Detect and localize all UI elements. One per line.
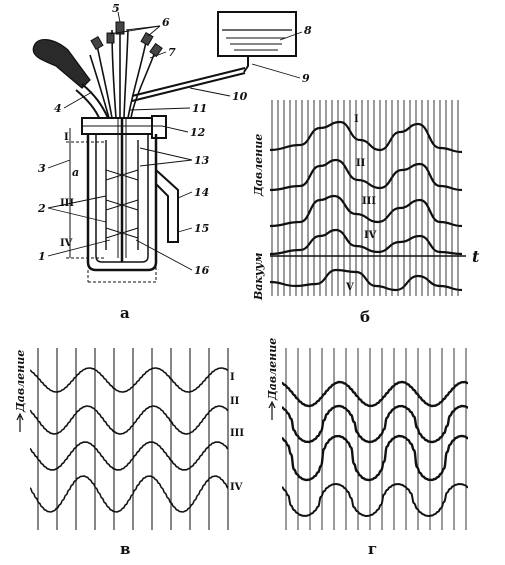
rubber-bulb: [32, 39, 91, 89]
panel-label-v: в: [120, 540, 130, 558]
inner-sections: [105, 118, 139, 262]
curve-g-2: [281, 404, 469, 444]
section-iv-label: IV: [60, 238, 73, 249]
label-9: 9: [302, 72, 310, 85]
panel-label-a: а: [120, 304, 130, 322]
curve-v-iv: [29, 475, 229, 513]
curve-v-ii: [29, 405, 229, 435]
panel-v: Давление I II III IV в: [14, 348, 244, 558]
curve-label-v-iii: III: [230, 428, 244, 439]
label-13: 13: [194, 154, 210, 167]
tube-bundle: [32, 29, 246, 121]
label-6: 6: [162, 16, 170, 29]
pressure-arrow-v: [16, 412, 24, 432]
section-i-label: I: [64, 132, 69, 143]
label-5: 5: [112, 2, 120, 15]
pressure-curves-v: [29, 367, 229, 513]
label-14: 14: [194, 186, 209, 199]
vacuum-axis-label-b: Вакуум: [252, 253, 265, 302]
device-labels: 5 6 7 8 9 10 11 12 13 14 15 16 4 3 2 1 a…: [37, 2, 312, 277]
label-3: 3: [38, 162, 46, 175]
leader-lines: [47, 11, 303, 271]
curve-b-i: [269, 120, 463, 154]
curve-label-v-i: I: [230, 372, 235, 383]
label-11: 11: [192, 102, 207, 115]
time-ticks-v: [37, 348, 229, 530]
label-12: 12: [190, 126, 206, 139]
section-a-label: a: [72, 166, 79, 179]
label-16: 16: [194, 264, 210, 277]
pressure-axis-label-g: Давление: [266, 338, 279, 401]
time-axis-label: t: [472, 247, 480, 266]
time-ticks-g: [285, 348, 467, 530]
section-lines: [66, 128, 157, 283]
curve-g-4: [281, 482, 469, 518]
pressure-axis-label-b: Давление: [252, 134, 265, 197]
pressure-curves-b: [269, 120, 463, 292]
label-10: 10: [232, 90, 248, 103]
panel-g: Давление г: [266, 338, 469, 558]
time-ticks-b: [271, 100, 459, 296]
reservoir: [217, 11, 297, 73]
pressure-curves-g: [281, 380, 469, 518]
pressure-arrow-g: [268, 400, 276, 420]
label-1: 1: [38, 250, 46, 263]
device-drawing: 5 6 7 8 9 10 11 12 13 14 15 16 4 3 2 1 a…: [32, 2, 312, 322]
curve-b-iv: [269, 228, 463, 256]
curve-g-1: [281, 380, 469, 408]
curve-b-v: [269, 268, 463, 292]
label-2: 2: [37, 202, 46, 215]
panel-label-b: б: [360, 308, 370, 326]
curve-label-b-v: V: [345, 282, 354, 293]
curve-v-i: [29, 367, 229, 393]
curve-label-b-iii: III: [362, 196, 376, 207]
pressure-axis-label-v: Давление: [14, 350, 27, 413]
curve-g-3: [281, 434, 469, 482]
curve-label-b-i: I: [354, 114, 359, 125]
label-4: 4: [54, 102, 62, 115]
curve-v-iii: [29, 441, 229, 471]
curve-b-iii: [269, 194, 463, 228]
curve-b-ii: [269, 158, 463, 192]
label-7: 7: [168, 46, 176, 59]
cap: [81, 115, 167, 139]
section-iii-label: III: [60, 198, 74, 209]
curve-label-b-iv: IV: [364, 230, 377, 241]
label-8: 8: [304, 24, 312, 37]
curve-label-v-iv: IV: [230, 482, 243, 493]
curve-label-b-ii: II: [356, 158, 366, 169]
label-15: 15: [194, 222, 209, 235]
panel-b: Давление Вакуум t I II III IV V б: [252, 100, 480, 326]
panel-label-g: г: [368, 540, 377, 558]
valves: [90, 21, 163, 58]
curve-label-v-ii: II: [230, 396, 240, 407]
